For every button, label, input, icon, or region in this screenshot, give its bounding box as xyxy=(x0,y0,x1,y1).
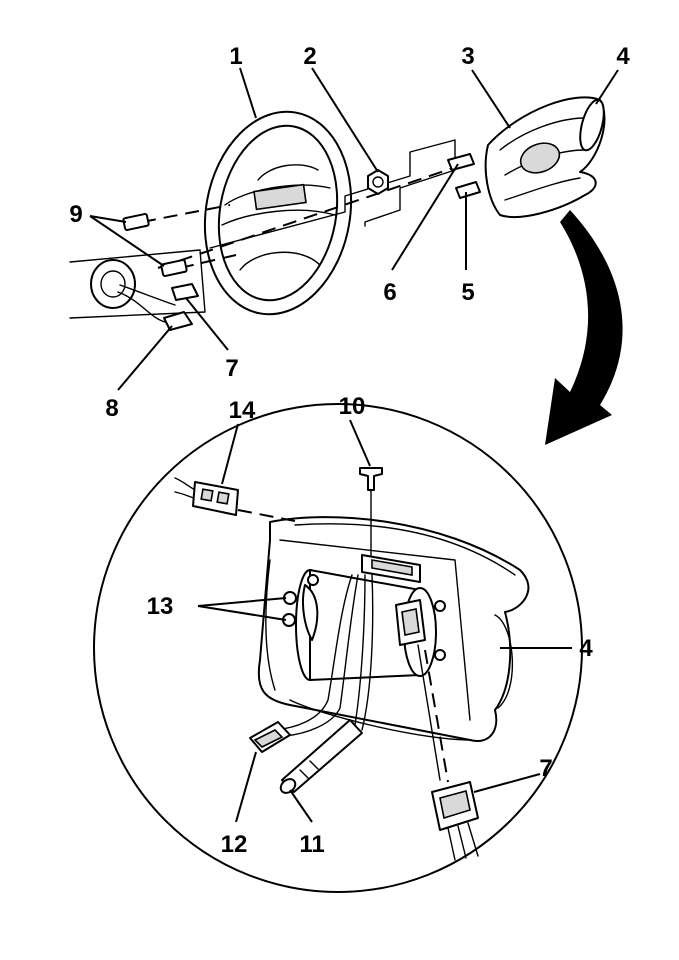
callout-2: 2 xyxy=(303,43,316,70)
connector-14 xyxy=(174,477,301,523)
lower-axis xyxy=(179,254,237,269)
callout-7: 7 xyxy=(225,355,238,382)
clip-5 xyxy=(455,181,481,199)
airbag-bolt-upper xyxy=(122,213,150,231)
callout-7-detail: 7 xyxy=(539,755,552,782)
callout-5: 5 xyxy=(461,279,474,306)
callout-11: 11 xyxy=(299,831,324,858)
center-axis xyxy=(157,164,463,269)
connector-position-assurance xyxy=(361,554,421,583)
callout-10: 10 xyxy=(339,393,366,420)
connector-11 xyxy=(279,719,363,794)
steering-wheel xyxy=(203,110,353,316)
connector-7-upper xyxy=(171,283,199,301)
callout-3: 3 xyxy=(461,43,474,70)
airbag-bolt-lower xyxy=(160,259,188,277)
callout-13: 13 xyxy=(147,593,174,620)
callout-8: 8 xyxy=(105,395,118,422)
pin-10 xyxy=(359,467,383,556)
clip-6 xyxy=(447,153,475,171)
callout-labels: 1 2 3 4 9 6 5 7 8 10 14 13 4 7 12 11 xyxy=(69,43,630,858)
bolt-axis xyxy=(141,204,231,223)
callout-1: 1 xyxy=(229,43,242,70)
callout-14: 14 xyxy=(229,397,256,424)
connector-8 xyxy=(163,311,193,331)
module-housing xyxy=(257,516,530,742)
leader-lines xyxy=(89,67,619,823)
wire-harness xyxy=(274,574,374,737)
callout-12: 12 xyxy=(221,831,248,858)
steering-wheel-nut xyxy=(367,169,389,195)
callout-4-detail: 4 xyxy=(579,635,593,662)
callout-4: 4 xyxy=(616,43,630,70)
connector-12 xyxy=(249,721,291,753)
airbag-module xyxy=(484,96,606,219)
connector-7-detail xyxy=(395,599,479,861)
view-arrow xyxy=(545,210,623,445)
callout-9: 9 xyxy=(69,201,82,228)
assembly-plane xyxy=(209,139,456,249)
callout-6: 6 xyxy=(383,279,396,306)
steering-column xyxy=(69,249,206,323)
